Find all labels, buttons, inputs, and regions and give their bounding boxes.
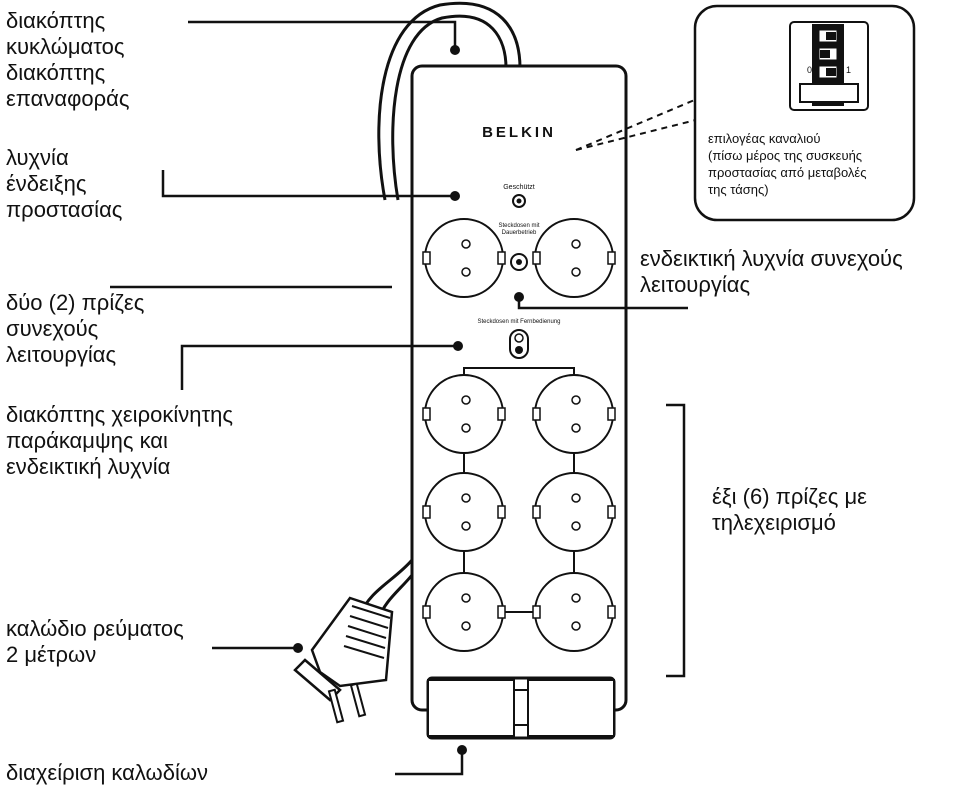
outlet-remote-6 xyxy=(532,572,616,652)
outlet-remote-1 xyxy=(422,374,506,454)
label-channel-selector: επιλογέας καναλιού (πίσω μέρος της συσκε… xyxy=(708,131,867,197)
top-cable-loop xyxy=(377,1,522,201)
continuous-text-2: Dauerbetrieb xyxy=(502,230,537,236)
outlet-continuous-1 xyxy=(422,218,506,298)
outlet-continuous-2 xyxy=(532,218,616,298)
channel-selector-switch: 0 1 xyxy=(789,21,869,111)
selector-one: 1 xyxy=(846,65,851,75)
label-power-cord: καλώδιο ρεύματος 2 μέτρων xyxy=(6,616,184,667)
leader-bypass-switch xyxy=(180,344,458,390)
label-protection-lamp: λυχνία ένδειξης προστασίας xyxy=(6,145,123,222)
outlet-remote-2 xyxy=(532,374,616,454)
bracket-six-outlets xyxy=(666,403,686,678)
label-cable-mgmt: διαχείριση καλωδίων xyxy=(6,760,209,785)
cable-management-box xyxy=(426,676,616,740)
label-continuous-lamp: ενδεικτική λυχνία συνεχούς λειτουργίας xyxy=(640,246,903,297)
label-six-outlets: έξι (6) πρίζες με τηλεχειρισμό xyxy=(712,484,867,535)
protected-text: Geschützt xyxy=(503,184,535,191)
brand-logo: BELKIN xyxy=(482,124,556,141)
outlet-remote-4 xyxy=(532,472,616,552)
leader-cable-mgmt xyxy=(395,750,464,776)
label-bypass-switch: διακόπτης χειροκίνητης παράκαμψης και εν… xyxy=(6,402,233,479)
label-circuit-breaker: διακόπτης κυκλώματος διακόπτης επαναφορά… xyxy=(6,8,130,111)
label-two-outlets: δύο (2) πρίζες συνεχούς λειτουργίας xyxy=(6,290,145,367)
outlet-remote-5 xyxy=(422,572,506,652)
continuous-text-1: Steckdosen mit xyxy=(498,223,539,229)
remote-text: Steckdosen mit Fernbedienung xyxy=(477,319,560,325)
power-plug xyxy=(293,596,394,724)
selector-zero: 0 xyxy=(807,65,812,75)
leader-protection-lamp xyxy=(161,170,455,198)
leader-circuit-breaker xyxy=(188,20,457,50)
outlet-remote-3 xyxy=(422,472,506,552)
